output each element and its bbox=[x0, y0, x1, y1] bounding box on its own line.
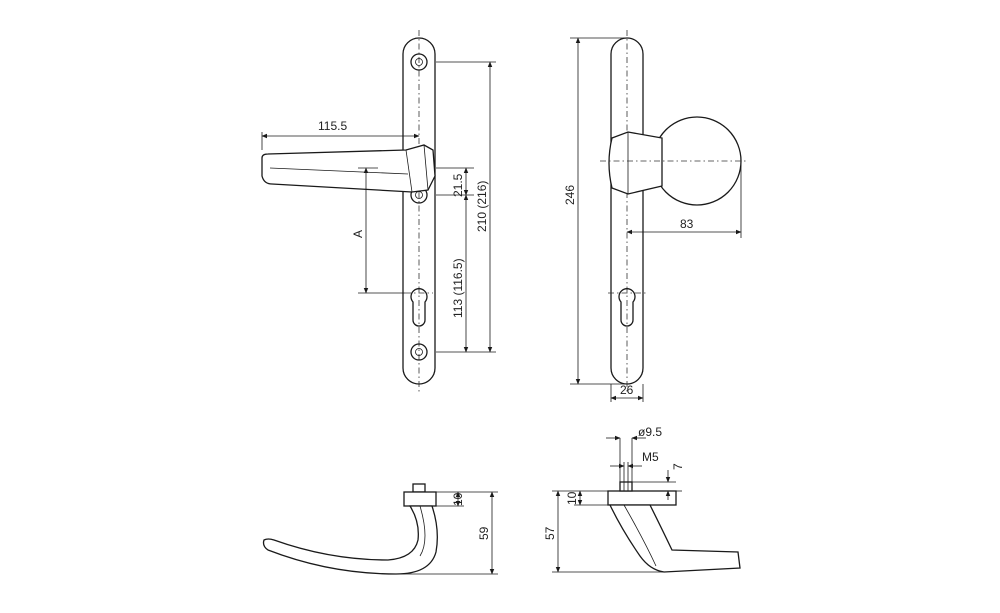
dim-thread-length: 7 bbox=[671, 463, 685, 470]
dim-knob-projection: 83 bbox=[680, 217, 694, 231]
dim-overall-holes: 210 (216) bbox=[475, 181, 489, 232]
dim-lever-to-cylinder: 113 (116.5) bbox=[451, 258, 465, 318]
cylinder-cutout-front bbox=[410, 288, 428, 327]
lever-arm bbox=[261, 144, 436, 193]
front-view-lever: 115.5 A 21.5 113 (116.5) 210 (216) bbox=[261, 30, 496, 392]
rose-right bbox=[607, 490, 677, 506]
bottom-view-knob: ø9.5 M5 7 10 57 bbox=[543, 425, 741, 573]
screw-hole-bottom bbox=[410, 343, 428, 361]
dim-offset-a: A bbox=[351, 230, 365, 238]
dim-plate-height: 246 bbox=[563, 185, 577, 205]
side-view-knob: 246 83 26 bbox=[563, 30, 748, 402]
cylinder-cutout-side bbox=[618, 288, 636, 327]
bottom-view-lever: 10 59 bbox=[262, 483, 498, 575]
lever-curve bbox=[262, 505, 438, 575]
screw-hole-top bbox=[410, 53, 428, 71]
dim-rose-height-left: 10 bbox=[451, 492, 465, 506]
spindle bbox=[619, 481, 633, 492]
rose-left bbox=[403, 491, 437, 507]
dim-plate-width: 26 bbox=[620, 383, 634, 397]
knob-neck bbox=[608, 131, 663, 195]
dim-top-to-lever: 21.5 bbox=[451, 173, 465, 197]
dim-rose-height-right: 10 bbox=[565, 491, 579, 505]
dim-handle-height: 59 bbox=[477, 526, 491, 540]
dim-lever-length: 115.5 bbox=[318, 119, 347, 133]
knob-profile bbox=[608, 504, 741, 573]
dim-handle-height-right: 57 bbox=[543, 526, 557, 540]
dim-thread: M5 bbox=[642, 450, 659, 464]
dim-spindle-dia: ø9.5 bbox=[638, 425, 662, 439]
